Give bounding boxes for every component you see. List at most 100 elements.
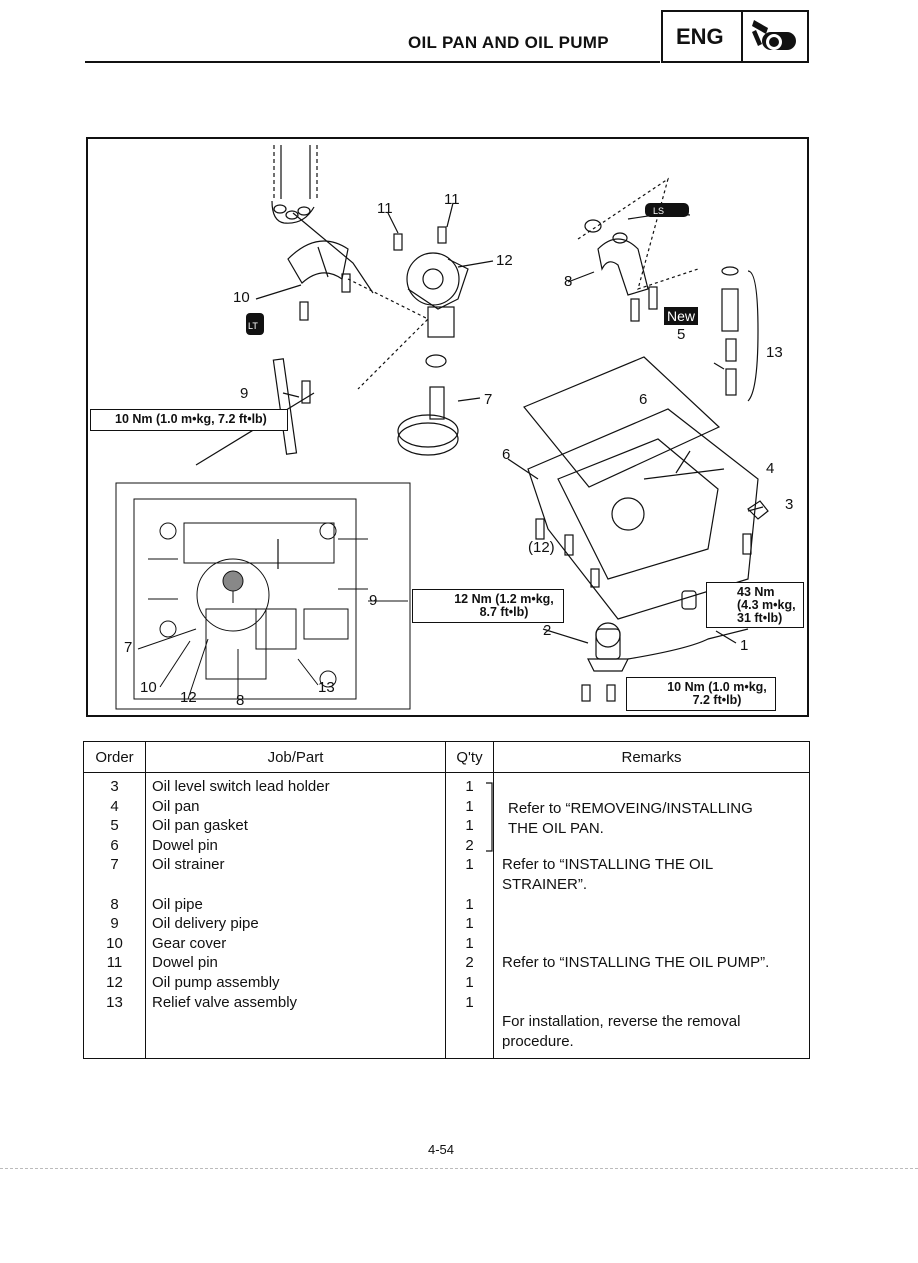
order-cell: 7 [110, 856, 119, 874]
job-cell: Relief valve assembly [152, 993, 298, 1011]
header-remarks: Remarks [493, 741, 810, 773]
exploded-diagram: LT LS 11 11 12 10 9 7 8 New 5 13 6 6 4 3… [86, 137, 809, 717]
job-cell: Oil pan [152, 797, 200, 815]
job-cell: Oil delivery pipe [152, 915, 259, 933]
torque-spec-4: 10 Nm (1.0 m•kg, 7.2 ft•lb) [626, 677, 776, 711]
callout-12-paren: (12) [528, 539, 555, 556]
section-divider [741, 10, 743, 63]
inset-callout-12: 12 [180, 689, 197, 706]
footer-rule [0, 1168, 918, 1170]
callout-12: 12 [496, 252, 513, 269]
callout-4: 4 [766, 460, 775, 477]
header-job: Job/Part [145, 741, 446, 773]
section-tab [661, 10, 809, 63]
table-body: 3 4 5 6 7 8 9 10 11 12 13 Oil level swit… [83, 772, 810, 1059]
svg-text:LT: LT [248, 321, 258, 331]
qty-cell: 1 [465, 915, 474, 933]
torque-spec-3-line1: 43 Nm [737, 585, 775, 599]
remark-oil-pump: Refer to “INSTALLING THE OIL PUMP”. [502, 954, 770, 971]
callout-10: 10 [233, 289, 250, 306]
torque-spec-1-text: 10 Nm (1.0 m•kg, 7.2 ft•lb) [115, 412, 267, 426]
order-cell [84, 875, 145, 895]
order-cell: 9 [110, 915, 119, 933]
job-cell [146, 875, 445, 895]
qty-cell: 1 [465, 778, 474, 795]
inset-callout-13: 13 [318, 679, 335, 696]
torque-spec-3-line3: 31 ft•lb) [737, 611, 783, 625]
order-cell: 10 [106, 934, 123, 952]
torque-spec-3: 43 Nm (4.3 m•kg, 31 ft•lb) [706, 582, 804, 628]
diagram-art: LT LS [115, 145, 769, 710]
callout-9: 9 [240, 385, 249, 402]
order-cell: 13 [106, 993, 123, 1011]
remarks-bracket [486, 782, 493, 852]
job-cell: Oil pan gasket [152, 817, 248, 835]
job-cell: Oil pipe [152, 895, 203, 913]
lt-icon [246, 313, 264, 335]
job-cell: Oil level switch lead holder [152, 778, 330, 795]
header-qty: Q'ty [445, 741, 494, 773]
qty-cell: 1 [465, 934, 474, 952]
header-order: Order [83, 741, 146, 773]
torque-spec-4-line1: 10 Nm (1.0 m•kg, [667, 680, 767, 694]
parts-table: Order Job/Part Q'ty Remarks 3 4 5 6 7 8 … [83, 741, 810, 1059]
callout-2: 2 [543, 622, 552, 639]
job-cell: Dowel pin [152, 954, 218, 972]
order-cell: 5 [110, 817, 119, 835]
callout-5: 5 [677, 326, 686, 343]
callout-11b: 11 [444, 191, 460, 208]
order-cell: 3 [110, 778, 119, 795]
svg-text:LS: LS [653, 206, 664, 216]
engine-icon [752, 20, 796, 50]
callout-11a: 11 [377, 200, 393, 217]
new-badge: New [664, 307, 699, 325]
callout-13: 13 [766, 344, 783, 361]
callout-8: 8 [564, 273, 573, 290]
order-cell: 4 [110, 797, 119, 815]
qty-cell: 1 [465, 895, 474, 913]
table-header-row: Order Job/Part Q'ty Remarks [83, 741, 810, 773]
qty-cell: 2 [465, 836, 474, 854]
page-number: 4-54 [428, 1142, 455, 1157]
job-cell: Oil pump assembly [152, 973, 280, 991]
inset-callout-7: 7 [124, 639, 133, 656]
qty-cell: 1 [465, 817, 474, 835]
header-rule [85, 61, 660, 63]
remark-installation: For installation, reverse the removal pr… [502, 1013, 741, 1050]
remark-oil-strainer: Refer to “INSTALLING THE OIL STRAINER”. [502, 856, 714, 893]
callout-6b: 6 [502, 446, 511, 463]
inset-callout-8: 8 [236, 692, 245, 709]
callout-1: 1 [740, 637, 749, 654]
torque-spec-4-line2: 7.2 ft•lb) [692, 693, 742, 707]
order-column: 3 4 5 6 7 8 9 10 11 12 13 [83, 772, 146, 1059]
page-title: OIL PAN AND OIL PUMP [408, 33, 609, 52]
callout-3: 3 [785, 496, 794, 513]
order-cell: 12 [106, 973, 123, 991]
job-column: Oil level switch lead holder Oil pan Oil… [145, 772, 446, 1059]
job-cell: Gear cover [152, 934, 227, 952]
inset-callout-10: 10 [140, 679, 157, 696]
job-cell: Oil strainer [152, 856, 225, 874]
job-cell: Dowel pin [152, 836, 218, 854]
torque-spec-2-line1: 12 Nm (1.2 m•kg, [454, 592, 554, 606]
qty-cell: 1 [465, 993, 474, 1011]
order-cell: 8 [110, 895, 119, 913]
ls-icon [645, 203, 689, 217]
torque-spec-2-line2: 8.7 ft•lb) [479, 605, 529, 619]
callout-6a: 6 [639, 391, 648, 408]
remark-oil-pan: Refer to “REMOVEING/INSTALLING THE OIL P… [508, 800, 753, 837]
order-cell: 11 [106, 954, 123, 972]
qty-cell: 1 [465, 797, 474, 815]
torque-spec-2: 12 Nm (1.2 m•kg, 8.7 ft•lb) [412, 589, 564, 623]
torque-spec-1: 10 Nm (1.0 m•kg, 7.2 ft•lb) [90, 409, 288, 431]
remarks-column: Refer to “REMOVEING/INSTALLING THE OIL P… [486, 772, 810, 1059]
order-cell: 6 [110, 836, 119, 854]
qty-cell: 1 [465, 973, 474, 991]
qty-cell: 1 [465, 856, 474, 874]
torque-spec-3-line2: (4.3 m•kg, [737, 598, 796, 612]
inset-callout-9: 9 [369, 592, 378, 609]
callout-7: 7 [484, 391, 493, 408]
qty-cell [446, 875, 493, 895]
qty-cell: 2 [465, 954, 474, 972]
section-label: ENG [676, 24, 724, 49]
